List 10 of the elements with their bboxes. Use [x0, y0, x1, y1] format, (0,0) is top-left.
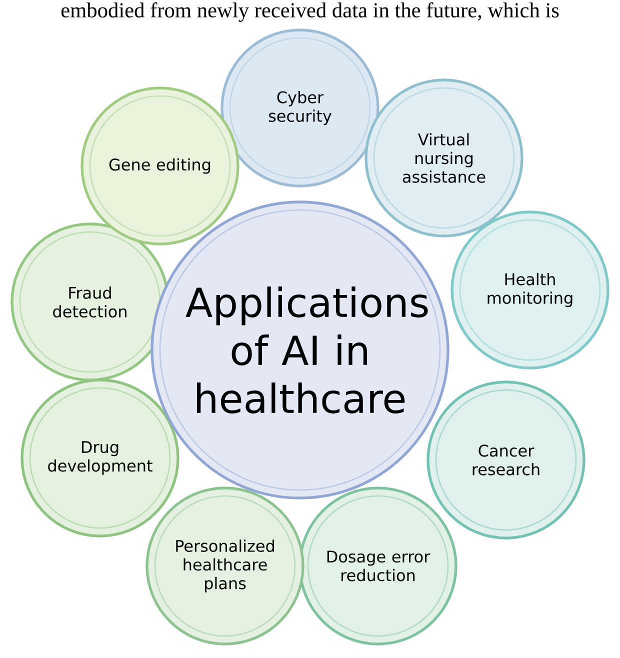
circle-node: Cyber security [220, 28, 380, 188]
circle-node: Cancer research [426, 380, 586, 540]
circle-node: Gene editing [80, 86, 240, 246]
circle-node: Drug development [20, 378, 180, 538]
circle-node: Health monitoring [450, 210, 610, 370]
circle-node: Fraud detection [10, 222, 170, 382]
text-fragment: embodied from newly received data in the future, which is [61, 2, 559, 22]
circle-node: Personalized healthcare plans [146, 486, 304, 646]
circle-node: Virtual nursing assistance [364, 78, 524, 238]
circle-node: Dosage error reduction [298, 486, 458, 646]
